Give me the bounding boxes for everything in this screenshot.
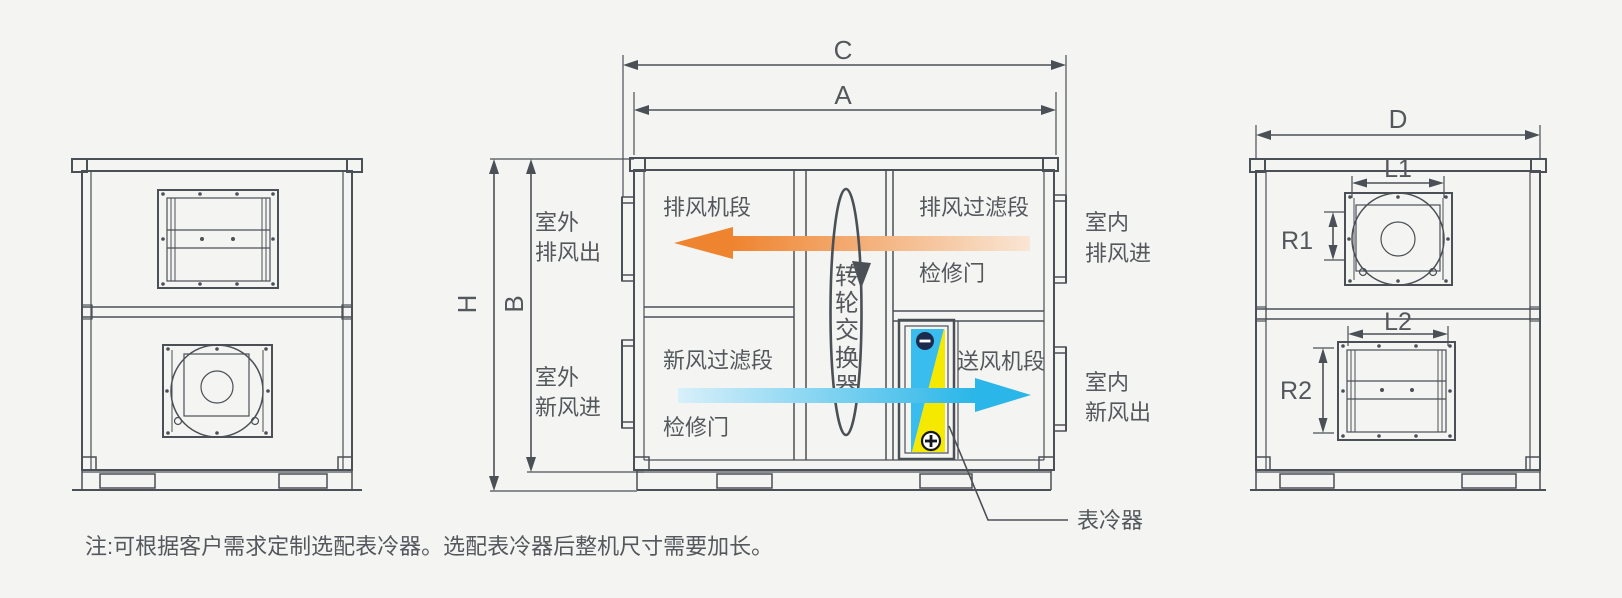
coil-callout-label: 表冷器 (1077, 508, 1143, 533)
section-label-fresh-filter: 新风过滤段 (663, 348, 773, 373)
leader-line (948, 425, 1068, 521)
bolt-dots (1341, 344, 1452, 438)
dimension-D: D (1255, 104, 1541, 160)
section-label-supply-fan: 送风机段 (957, 349, 1045, 374)
bolt-dots (1347, 195, 1450, 283)
wheel-label-char: 交 (835, 317, 859, 344)
port-label-indoor-fresh-out: 室内 新风出 (1085, 370, 1151, 425)
dimension-A: A (633, 80, 1057, 155)
section-label-exhaust-fan: 排风机段 (663, 195, 751, 220)
plus-icon (920, 430, 942, 452)
svg-text:新风出: 新风出 (1085, 400, 1151, 425)
dimension-label-A: A (834, 80, 852, 110)
base-foot (1461, 473, 1517, 489)
footnote: 注:可根据客户需求定制选配表冷器。选配表冷器后整机尺寸需要加长。 (85, 534, 773, 559)
dimension-L2: L2 (1347, 308, 1449, 346)
dimension-label-D: D (1389, 104, 1408, 134)
center-view-cabinet (633, 169, 1055, 471)
dimension-H: H (452, 158, 637, 492)
left-side-view (71, 158, 363, 491)
section-label-access-door-top: 检修门 (919, 261, 985, 286)
port-label-indoor-exhaust-in: 室内 排风进 (1085, 210, 1151, 266)
base-foot (716, 473, 773, 489)
section-label-exhaust-filter: 排风过滤段 (919, 195, 1029, 220)
bolt-dots (165, 347, 270, 435)
supply-airflow-arrow-right (678, 378, 1031, 412)
rotary-wheel-exchanger: 转 轮 交 换 器 (829, 187, 871, 437)
port-label-outdoor-exhaust-out: 室外 排风出 (535, 210, 601, 265)
fan-opening-exhaust-in (1344, 192, 1453, 286)
dimension-R2: R2 (1280, 347, 1334, 434)
dimension-annotations: C A H B (452, 35, 1541, 492)
right-side-view (1249, 158, 1547, 491)
duct-flange-indoor-exhaust-in (1053, 194, 1067, 284)
dimension-label-L2: L2 (1384, 308, 1412, 336)
minus-icon (916, 332, 934, 350)
dimension-label-R1: R1 (1281, 227, 1313, 255)
svg-text:排风进: 排风进 (1085, 241, 1151, 266)
dimension-R1: R1 (1281, 211, 1344, 261)
base-foot (1279, 473, 1335, 489)
duct-flange-outdoor-exhaust-out (621, 196, 635, 282)
dimension-B: B (499, 159, 644, 473)
base-foot (278, 473, 328, 489)
wheel-label-char: 换 (835, 345, 859, 372)
svg-text:室外: 室外 (535, 365, 579, 390)
coil-callout: 表冷器 (948, 425, 1143, 533)
svg-text:室内: 室内 (1085, 370, 1129, 395)
svg-text:室内: 室内 (1085, 210, 1129, 235)
dimension-label-C: C (834, 35, 853, 65)
base-foot (99, 473, 156, 489)
rotation-direction-arrow (852, 261, 871, 289)
dimension-label-R2: R2 (1280, 377, 1312, 405)
exhaust-airflow-arrow-left (674, 227, 1030, 259)
svg-text:室外: 室外 (535, 210, 579, 235)
wheel-label-char: 转 (835, 263, 859, 290)
dimension-C: C (622, 35, 1067, 197)
section-label-access-door-bottom: 检修门 (663, 415, 729, 440)
left-view-cabinet (81, 170, 353, 471)
center-section-view: 转 轮 交 换 器 (535, 157, 1151, 533)
dimension-label-B: B (499, 295, 529, 312)
port-label-outdoor-fresh-in: 室外 新风进 (535, 365, 601, 420)
louver-opening-exhaust-out (157, 189, 279, 289)
wheel-label-char: 轮 (835, 290, 859, 317)
dimension-label-H: H (452, 295, 482, 314)
duct-flange-indoor-fresh-out (1053, 346, 1067, 432)
bolt-dots (161, 192, 275, 286)
svg-text:排风出: 排风出 (535, 240, 601, 265)
dimension-L1: L1 (1351, 155, 1445, 198)
svg-text:新风进: 新风进 (535, 395, 601, 420)
fan-opening-fresh-in (162, 344, 273, 438)
dimension-label-L1: L1 (1384, 155, 1412, 183)
louver-opening-fresh-out (1337, 341, 1456, 441)
duct-flange-outdoor-fresh-in (621, 339, 635, 429)
